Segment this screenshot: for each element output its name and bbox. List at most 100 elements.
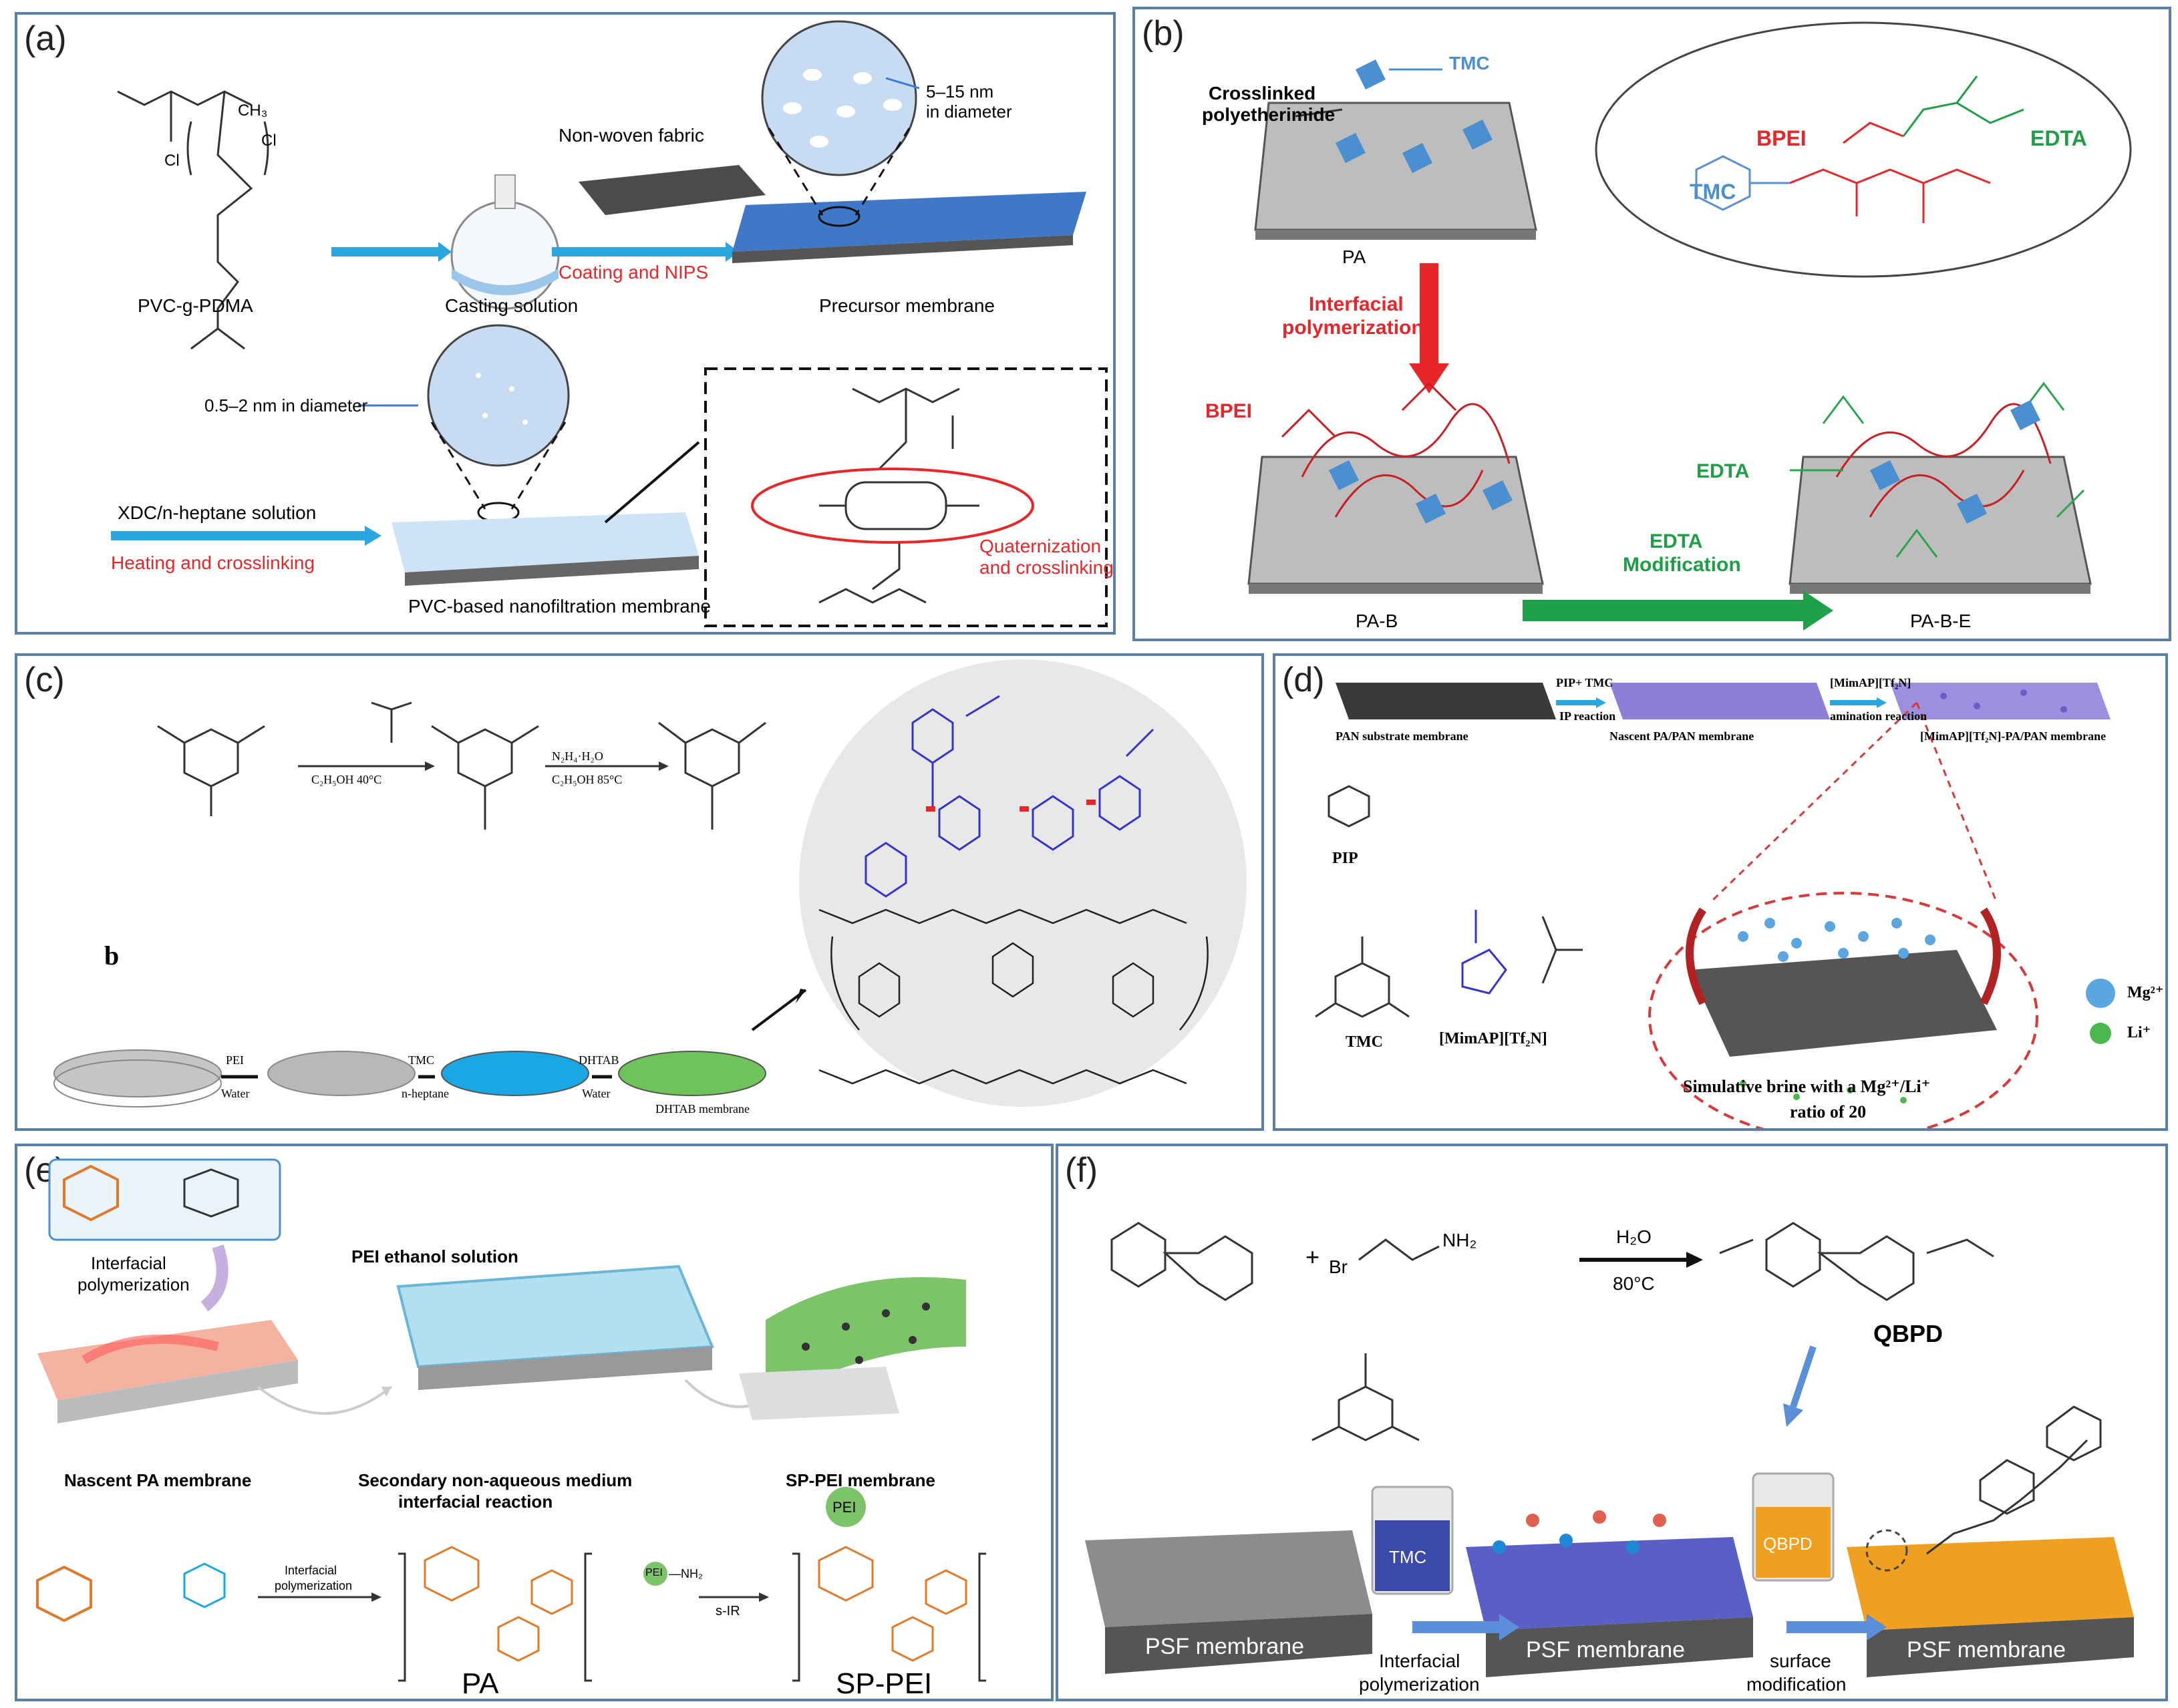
psf-label-3: PSF membrane <box>1907 1637 2066 1663</box>
nascent-pa-membrane <box>37 1320 298 1400</box>
b-label: b <box>104 941 120 971</box>
xdc-label: XDC/n-heptane solution <box>118 502 317 523</box>
dhtab-membrane-label: DHTAB membrane <box>655 1102 750 1116</box>
detail-box <box>704 367 1108 627</box>
psf-membrane-2 <box>1466 1537 1753 1631</box>
panel-b: (b) <box>1132 7 2171 641</box>
rxn-ip-label-2: polymerization <box>275 1579 353 1592</box>
cl-label: Cl <box>164 152 180 170</box>
psf-label-2: PSF membrane <box>1526 1637 1686 1663</box>
panel-f: (f) <box>1056 1144 2168 1701</box>
li-ion-icon <box>2090 1023 2111 1044</box>
bpei-side-label: BPEI <box>1205 400 1253 422</box>
membrane-cross-section <box>1690 950 1997 1057</box>
pore-large-label: 5–15 nm <box>926 81 994 102</box>
crosslinked-label-2: polyetherimide <box>1202 104 1336 125</box>
pip-label: PIP <box>1332 850 1358 867</box>
casting-label: Casting solution <box>445 295 579 316</box>
nh2-tag: —NH₂ <box>669 1567 703 1580</box>
edta-mod-label: EDTA <box>1650 530 1703 552</box>
panel-a: (a) <box>15 12 1116 635</box>
panel-c-graphics <box>53 659 1247 1107</box>
ip-reaction-label: PIP+ TMC <box>1556 676 1613 689</box>
structure-oval <box>1595 21 2132 278</box>
edta-mod-label-2: Modification <box>1623 554 1741 576</box>
ch3-label: CH₃ <box>238 102 268 120</box>
polymer-name: PVC-g-PDMA <box>138 295 253 316</box>
pei-ball-label: PEI <box>832 1499 857 1516</box>
pvc-g-pdma-structure <box>117 90 269 350</box>
ip-label-2: polymerization <box>1359 1674 1480 1695</box>
panel-label: (d) <box>1282 661 1325 699</box>
monomer-box <box>48 1158 281 1241</box>
pei-tag: PEI <box>645 1567 663 1578</box>
quaternization-ring <box>751 468 1034 544</box>
sm-label-2: modification <box>1746 1674 1847 1695</box>
temp-label: 80°C <box>1613 1273 1655 1294</box>
li-label: Li⁺ <box>2127 1024 2151 1041</box>
brine-label: Simulative brine with a Mg²⁺/Li⁺ <box>1683 1077 1931 1096</box>
panel-d-graphics <box>1315 683 2115 1128</box>
panel-e-graphics <box>36 1158 986 1682</box>
rxn-ip-label: Interfacial <box>285 1564 337 1577</box>
precursor-label: Precursor membrane <box>819 295 995 316</box>
precursor-membrane <box>732 192 1086 252</box>
mg-ion-icon <box>2086 979 2115 1008</box>
panel-label: (b) <box>1142 14 1185 53</box>
il-structure <box>1461 910 1507 995</box>
pa-label: PA <box>1342 246 1366 267</box>
sm-label: surface <box>1770 1651 1831 1671</box>
tmc-beaker-label: TMC <box>1389 1547 1427 1567</box>
panel-f-graphics <box>1085 1222 2134 1677</box>
heating-label: Heating and crosslinking <box>111 552 315 573</box>
tmc-struct-label: TMC <box>1690 180 1736 204</box>
pore-large-label-2: in diameter <box>926 102 1012 122</box>
nf-membrane <box>392 512 699 572</box>
step-3b: Water <box>582 1087 611 1100</box>
panel-b-graphics <box>1247 21 2132 631</box>
ip-label: Interfacial <box>91 1253 166 1273</box>
crosslinked-label: Crosslinked <box>1209 83 1316 104</box>
fabric-label: Non-woven fabric <box>559 125 704 146</box>
pa-b-e-label: PA-B-E <box>1910 611 1972 631</box>
quat-label-2: and crosslinking <box>979 557 1114 578</box>
cond-1: C₂H₅OH 40°C <box>311 773 382 786</box>
pore-small-label: 0.5–2 nm in diameter <box>204 395 368 415</box>
nascent-pa-label: Nascent PA membrane <box>64 1470 252 1490</box>
brine-label-2: ratio of 20 <box>1790 1102 1867 1122</box>
step-2: TMC <box>408 1053 435 1067</box>
qbpd-label: QBPD <box>1873 1320 1943 1347</box>
qbpd-beaker-label: QBPD <box>1763 1534 1813 1554</box>
tmc-ring <box>36 1565 92 1622</box>
secondary-label: Secondary non-aqueous medium <box>358 1470 633 1490</box>
il-label: [MimAP][Tf₂N] <box>1439 1030 1547 1047</box>
disc-dhtab <box>618 1051 766 1096</box>
cl-label: Cl <box>261 132 277 150</box>
tmc-top-label: TMC <box>1449 53 1490 73</box>
panel-e: (e) Interfacial polymerization PEI ethan… <box>15 1144 1054 1701</box>
h2o-label: H₂O <box>1616 1226 1652 1247</box>
zoom-ellipse <box>1648 892 2038 1128</box>
pei-ball-icon <box>826 1487 866 1527</box>
tmc-ring <box>1315 936 1410 1018</box>
psf-membrane-1 <box>1085 1530 1372 1627</box>
panel-label: (f) <box>1065 1151 1098 1190</box>
plus-sign: + <box>1305 1243 1320 1270</box>
tmc-structure <box>1311 1353 1420 1441</box>
ip-label: Interfacial <box>1309 293 1404 315</box>
secondary-label-2: interfacial reaction <box>398 1492 553 1512</box>
panel-label: (a) <box>24 19 67 58</box>
pip-ring <box>1328 785 1370 828</box>
psf-label-1: PSF membrane <box>1145 1634 1305 1659</box>
sp-pei-membrane <box>766 1277 966 1400</box>
coating-label: Coating and NIPS <box>559 262 709 283</box>
ip-label: Interfacial <box>1379 1651 1460 1671</box>
cond-2: N₂H₄·H₂O <box>552 749 603 763</box>
sir-label: s-IR <box>716 1604 740 1618</box>
ip-label-2: polymerization <box>1282 317 1424 339</box>
panel-label: (c) <box>24 661 65 699</box>
precursor-zoom-circle <box>761 20 917 176</box>
final-membrane-label: [MimAP][Tf₂N]-PA/PAN membrane <box>1920 729 2107 743</box>
non-woven-fabric <box>579 165 766 215</box>
mg-label: Mg²⁺ <box>2127 984 2164 1001</box>
